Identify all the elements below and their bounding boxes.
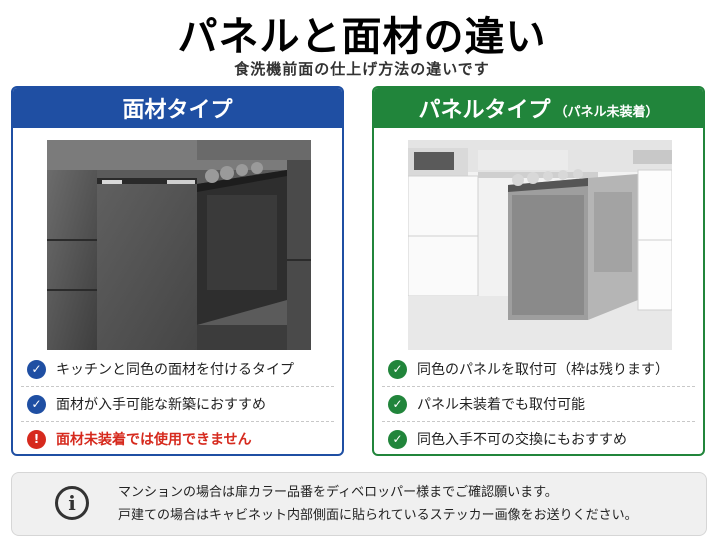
check-icon: ✓	[388, 429, 407, 449]
page-subtitle: 食洗機前面の仕上げ方法の違いです	[234, 60, 490, 78]
list-item: ✓ キッチンと同色の面材を付けるタイプ	[21, 352, 334, 387]
card-header: パネルタイプ （パネル未装着）	[374, 88, 703, 128]
list-item-text: キッチンと同色の面材を付けるタイプ	[56, 362, 294, 378]
check-icon: ✓	[27, 359, 46, 379]
list-item-text: パネル未装着でも取付可能	[417, 397, 585, 413]
dishwasher-facing-material-photo	[47, 140, 311, 350]
card-header: 面材タイプ	[13, 88, 342, 128]
exclamation-icon: !	[27, 429, 46, 449]
check-icon: ✓	[388, 359, 407, 379]
dishwasher-panel-photo	[408, 140, 672, 350]
list-item: ✓ 面材が入手可能な新築におすすめ	[21, 387, 334, 422]
notice-box: i マンションの場合は扉カラー品番をディベロッパー様までご確認願います。 戸建て…	[11, 472, 707, 536]
info-icon: i	[55, 486, 89, 520]
list-item-text: 同色入手不可の交換にもおすすめ	[417, 432, 627, 448]
card-title-suffix: （パネル未装着）	[554, 104, 659, 120]
check-icon: ✓	[27, 394, 46, 414]
facing-material-type-card: 面材タイプ ✓ キッチ	[11, 86, 344, 456]
card-title: 面材タイプ	[122, 98, 233, 123]
list-item-text: 同色のパネルを取付可（枠は残ります）	[417, 362, 669, 378]
list-item: ✓ パネル未装着でも取付可能	[382, 387, 695, 422]
notice-line-2: 戸建ての場合はキャビネット内部側面に貼られているステッカー画像をお送りください。	[118, 508, 638, 523]
list-item-warning: ! 面材未装着では使用できません	[21, 422, 334, 454]
list-item-text: 面材未装着では使用できません	[56, 432, 252, 448]
list-item: ✓ 同色のパネルを取付可（枠は残ります）	[382, 352, 695, 387]
notice-line-1: マンションの場合は扉カラー品番をディベロッパー様までご確認願います。	[118, 485, 558, 500]
notice-text: マンションの場合は扉カラー品番をディベロッパー様までご確認願います。 戸建ての場…	[118, 481, 638, 527]
check-icon: ✓	[388, 394, 407, 414]
list-item-text: 面材が入手可能な新築におすすめ	[56, 397, 266, 413]
feature-list: ✓ 同色のパネルを取付可（枠は残ります） ✓ パネル未装着でも取付可能 ✓ 同色…	[382, 352, 695, 454]
panel-type-card: パネルタイプ （パネル未装着） ✓ 同色のパネルを取付可（枠は残ります）	[372, 86, 705, 456]
list-item: ✓ 同色入手不可の交換にもおすすめ	[382, 422, 695, 454]
card-title: パネルタイプ	[418, 98, 551, 123]
feature-list: ✓ キッチンと同色の面材を付けるタイプ ✓ 面材が入手可能な新築におすすめ ! …	[21, 352, 334, 454]
page-title: パネルと面材の違い	[177, 14, 547, 60]
